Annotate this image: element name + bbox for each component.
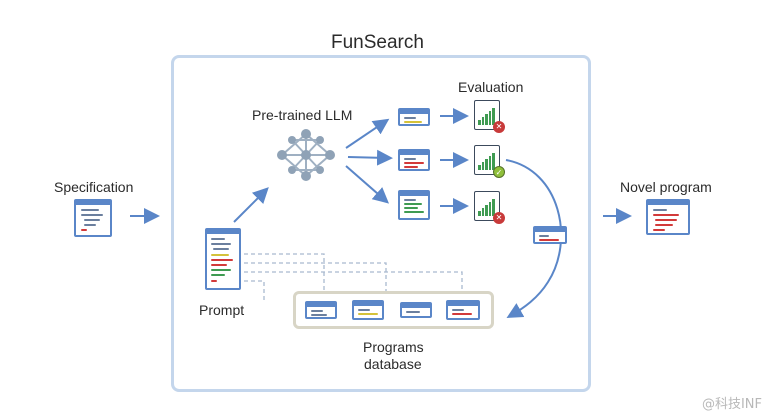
watermark-text: @科技INF bbox=[701, 397, 762, 412]
evaluation-label: Evaluation bbox=[458, 79, 524, 95]
llm-label: Pre-trained LLM bbox=[252, 107, 353, 123]
funsearch-frame bbox=[171, 55, 591, 392]
generated-program-3 bbox=[398, 190, 430, 220]
arrow-llm-prog-2 bbox=[347, 149, 393, 166]
database-program-1 bbox=[305, 301, 337, 319]
novel-program-doc-icon bbox=[646, 199, 690, 235]
check-icon: ✓ bbox=[493, 166, 505, 178]
cross-icon: ✕ bbox=[493, 212, 505, 224]
dashed-feedback-lines bbox=[244, 253, 463, 300]
database-label-line1: Programs bbox=[363, 339, 424, 355]
arrow-prompt-llm bbox=[233, 187, 269, 223]
database-program-4 bbox=[446, 300, 480, 320]
database-program-2 bbox=[352, 300, 384, 320]
cross-icon: ✕ bbox=[493, 121, 505, 133]
selected-program bbox=[533, 226, 567, 244]
database-program-3 bbox=[400, 302, 432, 318]
prompt-doc-icon bbox=[205, 228, 241, 290]
arrow-llm-prog-1 bbox=[345, 118, 390, 149]
database-label-line2: database bbox=[364, 356, 422, 372]
specification-label: Specification bbox=[54, 179, 134, 195]
specification-doc-icon bbox=[74, 199, 112, 237]
generated-program-1 bbox=[398, 108, 430, 126]
novel-program-label: Novel program bbox=[620, 179, 712, 195]
generated-program-2 bbox=[398, 149, 430, 171]
bar-chart-icon bbox=[478, 108, 495, 125]
arrow-llm-prog-3 bbox=[345, 165, 390, 204]
diagram-title: FunSearch bbox=[331, 32, 424, 53]
bar-chart-icon bbox=[478, 199, 495, 216]
bar-chart-icon bbox=[478, 153, 495, 170]
prompt-label: Prompt bbox=[199, 302, 245, 318]
arrow-eval-database bbox=[505, 159, 562, 318]
neural-network-icon bbox=[277, 129, 335, 181]
